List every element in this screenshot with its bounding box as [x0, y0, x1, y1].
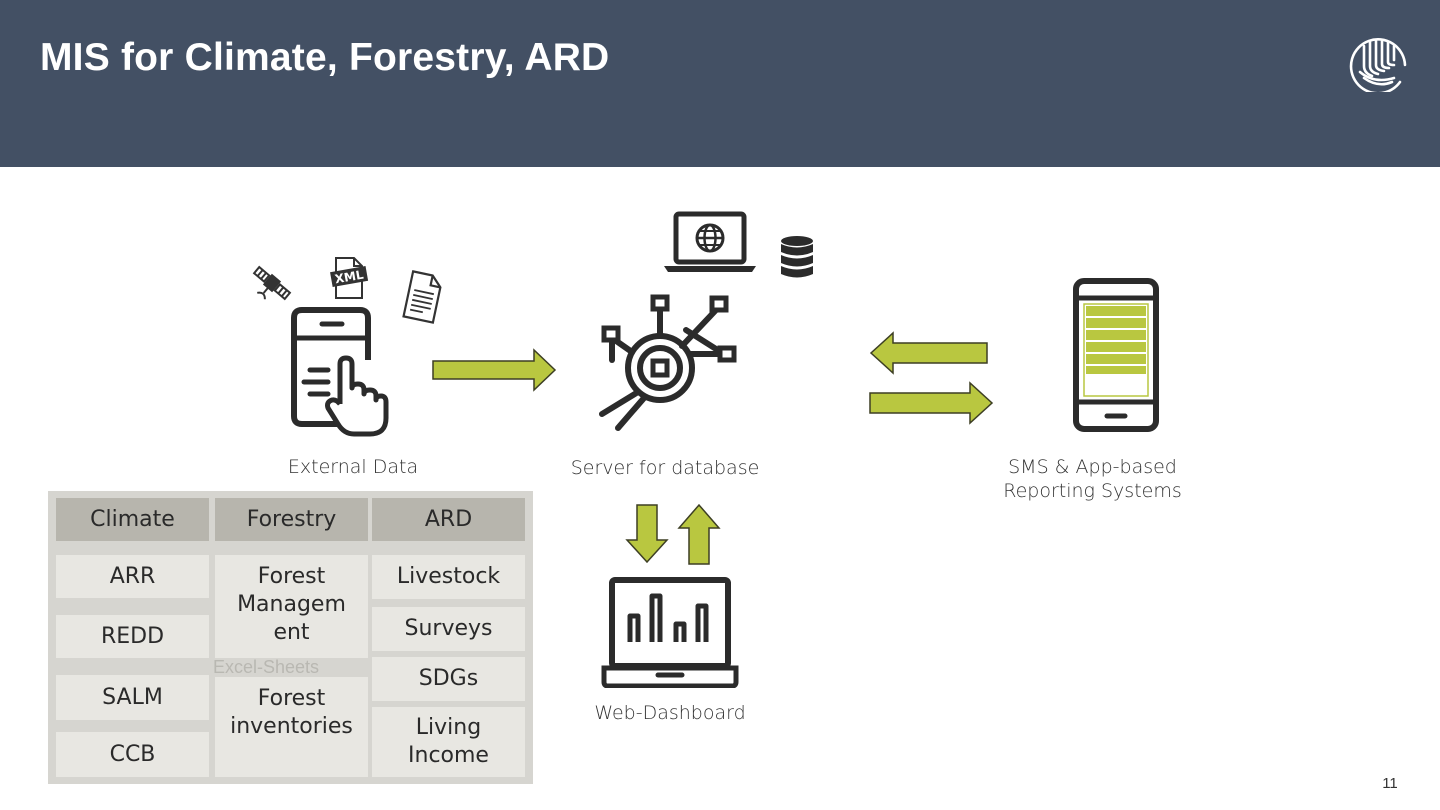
document-icon	[402, 270, 442, 324]
table-cell-ard: Living Income	[372, 707, 525, 777]
server-network-icon	[599, 294, 737, 431]
arrow-right-icon	[432, 348, 557, 392]
table-cell-climate: CCB	[56, 732, 209, 777]
arrow-left-icon	[869, 331, 988, 375]
table-cell-ard: SDGs	[372, 657, 525, 701]
external-data-label: External Data	[287, 456, 419, 478]
organization-logo-icon	[1349, 38, 1407, 92]
sms-label-line2: Reporting Systems	[1003, 480, 1182, 502]
arrow-up-icon	[677, 503, 721, 565]
table-cell-climate: REDD	[56, 615, 209, 658]
arrow-down-icon	[625, 504, 669, 564]
table-cell-forestry: Forest Managem ent	[215, 555, 368, 658]
header-climate: Climate	[56, 498, 209, 541]
table-cell-climate: SALM	[56, 675, 209, 720]
database-icon	[781, 236, 813, 278]
sms-label-line1: SMS & App-based	[1008, 456, 1177, 478]
smartphone-icon	[1073, 278, 1159, 432]
table-cell-forestry: Forest inventories	[215, 677, 368, 777]
table-cell-ard: Livestock	[372, 555, 525, 599]
xml-badge-text: XML	[334, 268, 365, 287]
web-dashboard-label: Web-Dashboard	[594, 702, 746, 724]
xml-file-icon: XML	[330, 257, 369, 299]
arrow-right-icon	[869, 381, 994, 425]
tablet-touch-icon	[291, 307, 389, 437]
table-cell-climate: ARR	[56, 555, 209, 598]
header-ard: ARD	[372, 498, 525, 541]
table-cell-ard: Surveys	[372, 607, 525, 651]
slide-title: MIS for Climate, Forestry, ARD	[40, 36, 610, 79]
header-forestry: Forestry	[215, 498, 368, 541]
title-bar: MIS for Climate, Forestry, ARD	[0, 0, 1440, 167]
ghost-text: Excel-Sheets	[213, 657, 320, 677]
server-label: Server for database	[570, 457, 760, 479]
laptop-globe-icon	[664, 211, 756, 272]
satellite-icon	[252, 265, 292, 301]
sms-reporting-label: SMS & App-based Reporting Systems	[985, 455, 1200, 503]
page-number: 11	[1382, 775, 1398, 792]
laptop-chart-icon	[601, 577, 739, 688]
